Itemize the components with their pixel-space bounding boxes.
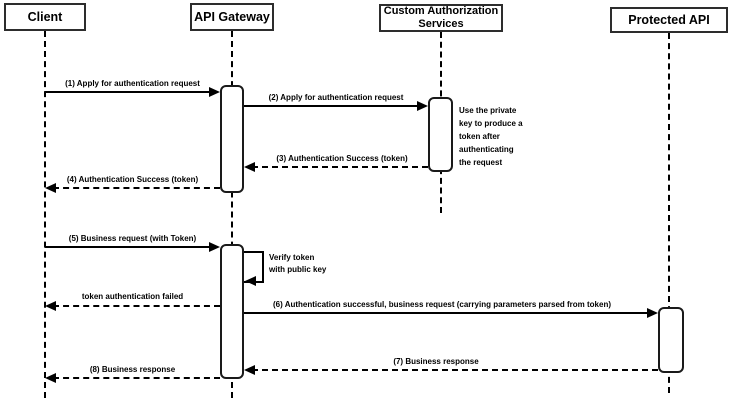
message-4-arrowhead: [45, 183, 56, 193]
message-4-label: (4) Authentication Success (token): [66, 175, 199, 184]
message-6-line: [244, 312, 647, 314]
message-5-line: [45, 246, 212, 248]
activation-protected-api: [658, 307, 684, 373]
self-message-arrowhead: [245, 276, 256, 286]
message-7-line: [252, 369, 658, 371]
message-7-label: (7) Business response: [393, 357, 479, 366]
activation-custom-authorization-services: [428, 97, 453, 172]
message-6-arrowhead: [647, 308, 658, 318]
message-3-label: (3) Authentication Success (token): [276, 154, 408, 163]
message-token-failed-line: [53, 305, 220, 307]
message-1-line: [45, 91, 212, 93]
message-5-label: (5) Business request (with Token): [68, 234, 197, 243]
message-3-line: [252, 166, 428, 168]
message-5-arrowhead: [209, 242, 220, 252]
activation-api-gateway-1: [220, 85, 244, 193]
message-token-failed-arrowhead: [45, 301, 56, 311]
actor-protected-api: Protected API: [610, 7, 728, 33]
actor-api-gateway: API Gateway: [190, 3, 274, 31]
message-2-label: (2) Apply for authentication request: [268, 93, 404, 102]
message-8-arrowhead: [45, 373, 56, 383]
actor-client-label: Client: [27, 9, 63, 24]
actor-protected-api-label: Protected API: [628, 12, 710, 27]
actor-api-gateway-label: API Gateway: [194, 9, 270, 24]
actor-custom-authorization-services: Custom Authorization Services: [379, 4, 503, 32]
self-message-label: Verify token with public key: [269, 253, 327, 274]
actor-custom-authorization-services-label: Custom Authorization Services: [383, 5, 499, 30]
message-3-arrowhead: [244, 162, 255, 172]
message-4-line: [53, 187, 220, 189]
note-private-key: Use the private key to produce a token a…: [459, 106, 523, 167]
activation-api-gateway-2: [220, 244, 244, 379]
message-1-arrowhead: [209, 87, 220, 97]
lifeline-api-gateway: [231, 31, 233, 398]
message-1-label: (1) Apply for authentication request: [65, 79, 200, 88]
message-7-arrowhead: [244, 365, 255, 375]
message-token-failed-label: token authentication failed: [81, 292, 184, 301]
message-6-label: (6) Authentication successful, business …: [272, 300, 612, 309]
message-8-line: [53, 377, 220, 379]
message-2-arrowhead: [417, 101, 428, 111]
message-8-label: (8) Business response: [89, 365, 176, 374]
actor-client: Client: [4, 3, 86, 31]
lifeline-client: [44, 31, 46, 398]
lifeline-protected-api: [668, 33, 670, 393]
message-2-line: [244, 105, 420, 107]
